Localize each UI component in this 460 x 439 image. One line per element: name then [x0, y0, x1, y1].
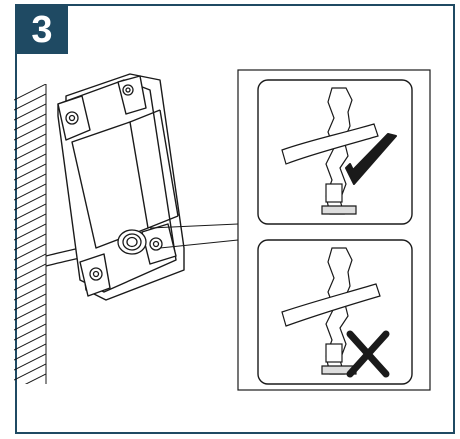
- leader-lines: [149, 223, 239, 249]
- detail-incorrect-drawing: [281, 247, 381, 375]
- cross-icon: [346, 330, 390, 378]
- step-number-badge: 3: [16, 6, 68, 54]
- device-housing: [57, 73, 185, 301]
- wall-hatching: [14, 84, 47, 384]
- cable-gland: [117, 229, 147, 255]
- detail-correct-drawing: [281, 87, 379, 215]
- screw-holes: [65, 84, 163, 281]
- check-icon: [345, 133, 397, 185]
